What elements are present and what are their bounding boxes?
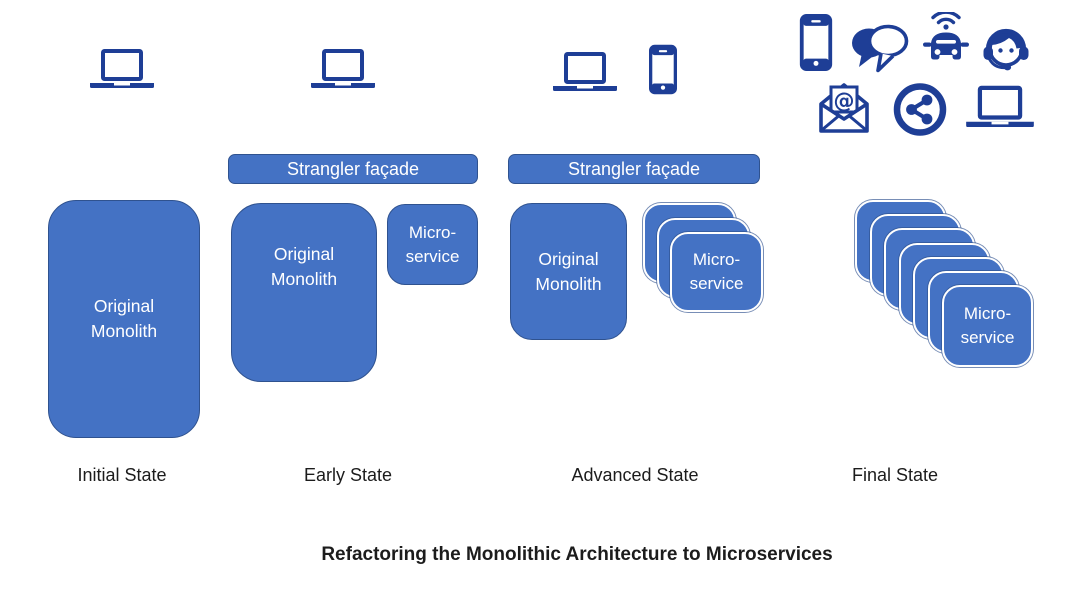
- original-monolith-label: Original Monolith: [90, 296, 158, 341]
- strangler-facade-bar: Strangler façade: [508, 154, 760, 184]
- smartphone-icon: [649, 44, 677, 95]
- stage-label-final: Final State: [851, 465, 939, 485]
- strangler-facade-label: Strangler façade: [567, 158, 701, 179]
- microservice-label-line: service: [960, 328, 1015, 348]
- laptop-icon: [311, 49, 375, 88]
- original-monolith-label: Original Monolith: [270, 243, 338, 289]
- microservice-box: Micro-service: [942, 285, 1033, 368]
- laptop-icon: [90, 49, 154, 88]
- connected-car-icon: [923, 12, 969, 60]
- microservice-label-line: Micro-: [408, 222, 457, 242]
- stage-label-advanced: Advanced State: [571, 465, 699, 485]
- diagram-title: Refactoring the Monolithic Architecture …: [321, 544, 833, 565]
- chat-bubbles-icon: [852, 24, 909, 73]
- svg-text:@: @: [834, 89, 855, 113]
- microservice-box: Micro-service: [670, 232, 763, 312]
- original-monolith-box: Original Monolith: [231, 203, 377, 382]
- original-monolith-box: Original Monolith: [510, 203, 627, 340]
- smartphone-icon: [799, 14, 833, 71]
- microservice-box: Micro- service: [387, 204, 478, 285]
- email-at-icon: @: [819, 83, 869, 133]
- original-monolith-label: Original Monolith: [535, 248, 602, 294]
- microservice-label-line: Micro-: [692, 250, 741, 269]
- strangler-facade-label: Strangler façade: [286, 158, 420, 179]
- laptop-icon: [966, 85, 1034, 128]
- stage-label-early: Early State: [303, 465, 393, 485]
- microservice-label-line: service: [689, 274, 744, 293]
- microservice-label-line: Micro-: [963, 304, 1012, 324]
- microservice-label-line: service: [405, 246, 460, 266]
- laptop-icon: [553, 52, 617, 91]
- support-agent-icon: [983, 28, 1029, 71]
- stage-label-initial: Initial State: [77, 465, 167, 485]
- strangler-facade-bar: Strangler façade: [228, 154, 478, 184]
- share-network-icon: [893, 83, 947, 136]
- original-monolith-box: Original Monolith: [48, 200, 200, 438]
